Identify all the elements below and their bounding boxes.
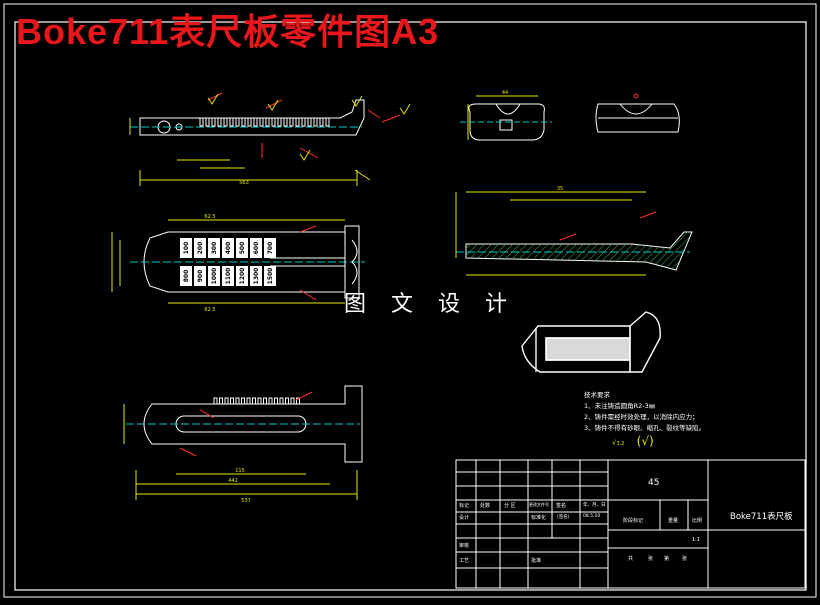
tb-weight: 重量 [668, 518, 679, 524]
bottom-left-view [123, 385, 363, 500]
title-block-part-name: Boke711表尺板 [730, 512, 793, 522]
title-block-quantity: 45 [648, 478, 660, 488]
scale-label-bottom: 1500 [267, 268, 274, 285]
scale-cell-bottom [180, 266, 192, 286]
tb-total: 共 [628, 556, 634, 562]
scale-label-top: 700 [267, 242, 274, 255]
scale-label-top: 300 [211, 242, 218, 255]
scale-cell-top [180, 238, 192, 258]
scale-label-top: 600 [253, 242, 260, 255]
dim-mid-top: 62.5 [204, 214, 215, 220]
scale-cell-bottom [222, 266, 234, 286]
isometric-view [521, 311, 661, 373]
tb-date: 年、月、日 [583, 503, 606, 508]
roughness-check-icon: √ [612, 439, 617, 447]
scale-label-bottom: 1100 [225, 268, 232, 285]
tb-approve: 批准 [531, 558, 542, 564]
scale-cell-top [194, 238, 206, 258]
tb-mark: 标记 [459, 503, 470, 509]
scale-cell-bottom [236, 266, 248, 286]
tb-craft: 工艺 [459, 558, 470, 564]
tb-date2: 08.5.10 [583, 514, 601, 519]
tb-scale-value: 1:1 [692, 537, 701, 543]
tb-standardize: 标准化 [531, 515, 547, 521]
roughness-symbols-top [207, 93, 411, 161]
title-block-frame [455, 459, 806, 589]
dim-front-length: 115 [235, 468, 245, 474]
scale-cell-top [250, 238, 262, 258]
watermark-text: 图 文 设 计 [344, 292, 516, 317]
tb-stage-mark: 阶段标记 [623, 518, 644, 524]
tech-item-1: 1、未注铸造圆角R2-3㎜ [584, 402, 656, 410]
tb-design: 设计 [459, 515, 470, 521]
tb-docno: 更改文件号 [529, 502, 549, 507]
tech-requirements: 技术要求 1、未注铸造圆角R2-3㎜ 2、铸件需经时效处理，以消除内应力； 3、… [584, 390, 705, 434]
scale-cell-top [222, 238, 234, 258]
scale-cell-top [264, 238, 276, 258]
scale-cell-bottom [194, 266, 206, 286]
dim-side-top: 44 [502, 90, 508, 96]
tb-page: 第 [664, 556, 670, 562]
tb-scale: 比例 [692, 518, 703, 524]
dim-front-overall: 442 [228, 478, 238, 484]
scale-cell-top [236, 238, 248, 258]
scale-cell-top [208, 238, 220, 258]
tb-sheet: 张 [648, 556, 654, 562]
dim-mid-bottom: 62.5 [204, 307, 215, 313]
outer-border [3, 3, 817, 598]
scale-label-top: 100 [183, 242, 190, 255]
top-left-view [129, 92, 401, 186]
tech-heading: 技术要求 [584, 391, 610, 399]
scale-cell-bottom [250, 266, 262, 286]
scale-label-bottom: 1000 [211, 268, 218, 285]
scale-label-bottom: 1300 [253, 268, 260, 285]
end-section-left [460, 95, 552, 141]
scale-markings: 100 200 300 400 500 600 700 800 900 1000 1100 1200 1… [180, 238, 276, 286]
dim-side-sub: 35 [557, 186, 563, 192]
tech-item-2: 2、铸件需经时效处理，以消除内应力； [584, 413, 699, 421]
tb-review: 审核 [459, 543, 470, 549]
scale-plate-view [111, 219, 365, 304]
long-section-view [455, 191, 693, 276]
dim-front-total: 537 [241, 498, 251, 504]
tb-zone: 分 区 [504, 503, 516, 509]
tb-sign2: (签名) [557, 515, 570, 520]
scale-label-bottom: 900 [197, 270, 204, 283]
end-section-right [595, 93, 680, 133]
roughness-value: 3.2 [616, 441, 625, 447]
scale-cell-bottom [264, 266, 276, 286]
tb-sheet2: 张 [682, 556, 688, 562]
roughness-general: √3.2 (√) [612, 434, 654, 448]
scale-label-top: 200 [197, 242, 204, 255]
tb-sign: 签名 [556, 503, 567, 509]
scale-label-bottom: 1200 [239, 268, 246, 285]
inner-frame [14, 21, 807, 591]
scale-label-bottom: 800 [183, 270, 190, 283]
tb-count: 处数 [480, 503, 491, 509]
scale-label-top: 500 [239, 242, 246, 255]
scale-label-top: 400 [225, 242, 232, 255]
dim-top-total: 563 [239, 180, 249, 186]
tech-item-3: 3、铸件不得有砂眼、缩孔、裂纹等缺陷。 [584, 424, 706, 432]
drawing-title-banner: Boke711表尺板零件图A3 [16, 11, 440, 52]
roughness-paren-icon: (√) [636, 434, 654, 448]
scale-cell-bottom [208, 266, 220, 286]
